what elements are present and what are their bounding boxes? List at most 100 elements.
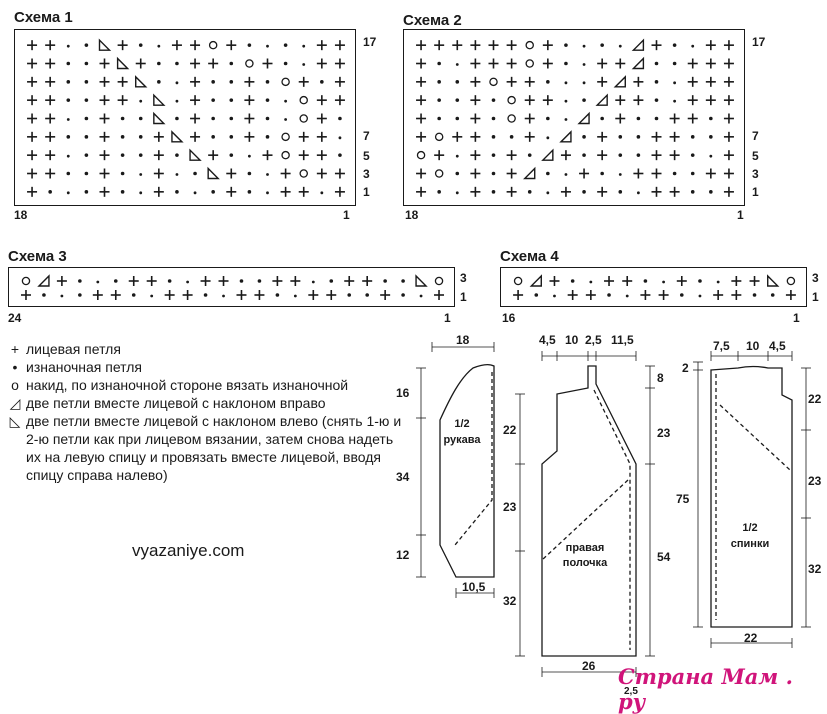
knit-stitch-icon bbox=[200, 276, 211, 286]
knit-stitch-icon bbox=[549, 276, 560, 286]
site-url: vyazaniye.com bbox=[132, 541, 245, 560]
purl-stitch-icon bbox=[347, 293, 352, 297]
purl-stitch-icon bbox=[437, 190, 441, 194]
knit-stitch-icon bbox=[45, 76, 56, 87]
knit-stitch-icon bbox=[506, 40, 517, 51]
knit-stitch-icon bbox=[153, 168, 164, 179]
front-dim-right-2: 23 bbox=[657, 426, 671, 440]
knit-stitch-icon bbox=[27, 58, 38, 69]
purl-stitch-icon bbox=[672, 171, 677, 176]
purl-stitch-icon bbox=[257, 279, 262, 283]
purl-stitch-icon bbox=[84, 116, 89, 121]
knit-stitch-icon bbox=[687, 58, 698, 69]
knit-stitch-icon bbox=[705, 40, 716, 51]
purl-stitch-icon bbox=[120, 153, 125, 157]
purl-stitch-icon bbox=[193, 191, 197, 195]
purl-stitch-icon bbox=[690, 190, 695, 194]
yarn-over-icon bbox=[299, 95, 308, 105]
k2tog-right-icon bbox=[523, 166, 536, 180]
purl-stitch-icon: • bbox=[12, 359, 18, 375]
schema-4-symbols bbox=[513, 274, 796, 300]
knit-stitch-icon bbox=[254, 290, 265, 300]
purl-stitch-icon bbox=[84, 80, 89, 84]
purl-stitch-icon bbox=[175, 190, 179, 194]
yarn-over-icon bbox=[21, 276, 31, 286]
knit-stitch-icon bbox=[27, 113, 38, 124]
knit-stitch-icon bbox=[723, 40, 734, 51]
knit-stitch-icon bbox=[416, 131, 427, 142]
schema-3-symbols bbox=[20, 274, 445, 300]
purl-stitch-icon bbox=[582, 153, 586, 157]
purl-stitch-icon bbox=[84, 98, 89, 102]
purl-stitch-icon bbox=[618, 153, 623, 157]
purl-stitch-icon bbox=[455, 63, 459, 66]
back-label-line-1: 1/2 bbox=[742, 522, 758, 534]
purl-stitch-icon bbox=[138, 153, 143, 157]
knit-stitch-icon bbox=[56, 276, 67, 286]
purl-stitch-icon bbox=[491, 116, 496, 121]
knit-stitch-icon bbox=[45, 58, 56, 69]
knit-stitch-icon bbox=[705, 76, 716, 87]
purl-stitch-icon bbox=[534, 293, 539, 297]
knit-stitch-icon bbox=[99, 95, 110, 106]
yarn-over-icon bbox=[208, 40, 218, 50]
purl-stitch-icon bbox=[709, 116, 713, 121]
knit-stitch-icon bbox=[705, 168, 716, 179]
knit-stitch-icon bbox=[434, 290, 445, 300]
purl-stitch-icon bbox=[698, 279, 702, 283]
purl-stitch-icon bbox=[66, 191, 70, 195]
knit-stitch-icon bbox=[99, 76, 110, 87]
knit-stitch-icon bbox=[597, 186, 608, 197]
schema-3-stitch-1-label: 1 bbox=[444, 311, 451, 325]
legend-text-k2tog-left: две петли вместе лицевой с наклоном влев… bbox=[26, 413, 402, 483]
sleeve-dim-left-bot: 12 bbox=[396, 548, 410, 562]
purl-stitch-icon bbox=[401, 293, 405, 297]
purl-stitch-icon bbox=[84, 43, 89, 47]
purl-stitch-icon bbox=[672, 43, 677, 47]
knit-stitch-icon bbox=[416, 76, 427, 87]
knit-stitch-icon bbox=[45, 95, 56, 106]
knit-stitch-icon bbox=[542, 95, 553, 106]
purl-stitch-icon bbox=[66, 171, 71, 176]
purl-stitch-icon bbox=[491, 153, 496, 157]
purl-stitch-icon bbox=[311, 280, 315, 284]
yarn-over-icon bbox=[786, 276, 796, 286]
knit-stitch-icon bbox=[506, 168, 517, 179]
knit-stitch-icon bbox=[244, 76, 255, 87]
purl-stitch-icon bbox=[175, 81, 179, 85]
knit-stitch-icon bbox=[117, 40, 128, 51]
purl-stitch-icon bbox=[582, 190, 586, 194]
purl-stitch-icon bbox=[120, 190, 125, 194]
front-fold-line bbox=[541, 389, 631, 650]
purl-stitch-icon bbox=[193, 171, 197, 176]
knit-stitch-icon bbox=[506, 150, 517, 161]
knit-stitch-icon bbox=[615, 113, 626, 124]
schema-4-row-3-label: 3 bbox=[812, 271, 819, 285]
purl-stitch-icon bbox=[329, 279, 334, 283]
schema-2-stitch-1-label: 1 bbox=[737, 208, 744, 222]
purl-stitch-icon bbox=[120, 171, 125, 176]
knit-stitch-icon bbox=[334, 186, 345, 197]
knit-stitch-icon bbox=[604, 276, 615, 286]
knit-stitch-icon bbox=[669, 150, 680, 161]
purl-stitch-icon bbox=[247, 171, 252, 176]
k2tog-left-icon bbox=[98, 38, 112, 51]
schema-3-stitch-24-label: 24 bbox=[8, 311, 22, 325]
purl-stitch-icon bbox=[60, 294, 64, 298]
k2tog-left-icon bbox=[415, 274, 428, 287]
purl-stitch-icon bbox=[582, 44, 586, 48]
purl-stitch-icon bbox=[139, 173, 143, 176]
back-dim-right-2: 23 bbox=[808, 474, 822, 488]
yarn-over-icon bbox=[299, 114, 308, 123]
back-label-line-2: спинки bbox=[730, 538, 770, 550]
yarn-over-icon bbox=[513, 276, 523, 286]
knit-stitch-icon bbox=[687, 113, 698, 124]
knit-stitch-icon bbox=[316, 58, 327, 69]
knit-stitch-icon bbox=[298, 76, 309, 87]
purl-stitch-icon bbox=[66, 154, 70, 158]
purl-stitch-icon bbox=[455, 98, 460, 102]
purl-stitch-icon bbox=[618, 44, 622, 48]
knit-stitch-icon bbox=[651, 131, 662, 142]
purl-stitch-icon bbox=[698, 294, 702, 298]
schema-1-stitch-18-label: 18 bbox=[14, 208, 28, 222]
